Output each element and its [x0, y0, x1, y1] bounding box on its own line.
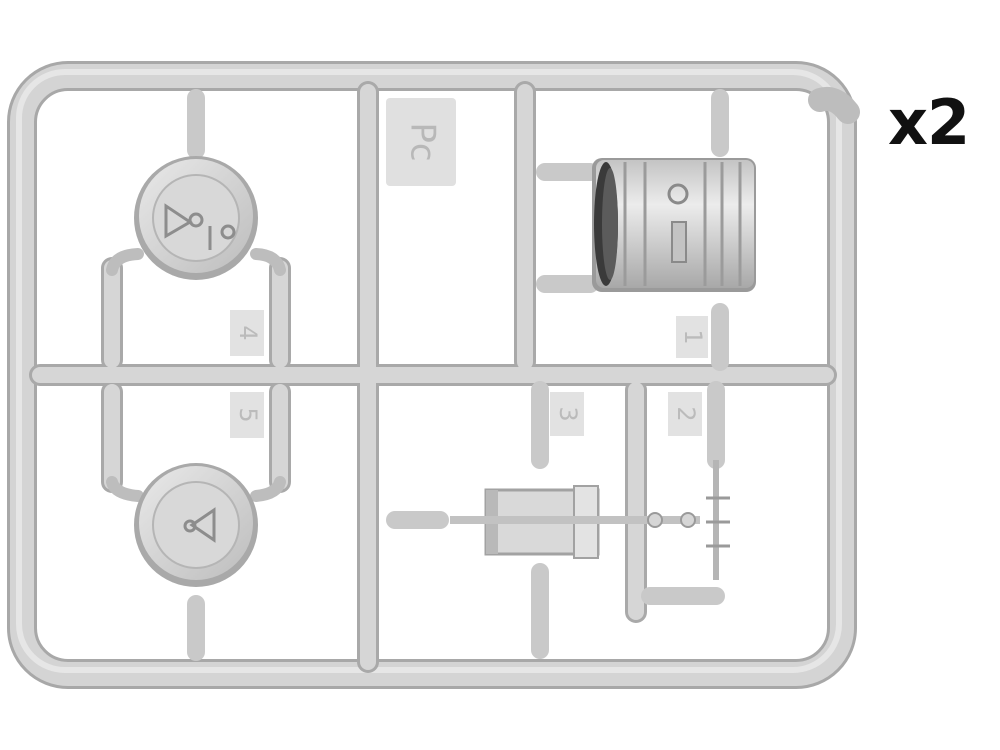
part-tag-5: 5: [230, 392, 264, 438]
part-number-4: 4: [234, 325, 262, 340]
part-tag-3: 3: [550, 392, 584, 436]
disc-part-5: [134, 463, 258, 587]
part-tag-1: 1: [676, 316, 708, 358]
sprue-code-tag: Pc: [386, 98, 456, 186]
part-number-3: 3: [554, 406, 582, 421]
part-number-2: 2: [672, 406, 700, 421]
sprue-frame: [7, 61, 860, 689]
sprue-code: Pc: [403, 122, 443, 161]
part-number-5: 5: [234, 407, 262, 422]
part-number-1: 1: [679, 329, 707, 344]
disc-part-4: [134, 156, 258, 280]
hinge-assembly: [450, 460, 730, 580]
sprue-runners: [29, 81, 837, 673]
quantity-multiplier: x2: [888, 86, 970, 159]
part-tag-4: 4: [230, 310, 264, 356]
part-tag-2: 2: [668, 392, 702, 436]
drum-part-1: [592, 158, 756, 292]
